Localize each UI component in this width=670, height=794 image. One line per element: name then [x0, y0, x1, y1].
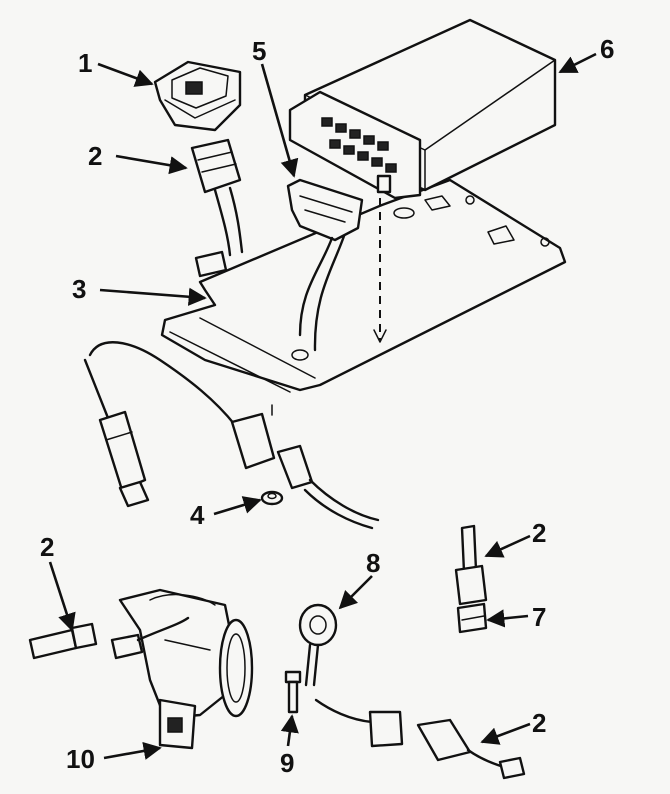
callout-1: 1 [78, 48, 92, 78]
plug-connector-top [190, 138, 244, 278]
callout-2: 2 [88, 141, 102, 171]
throttle-body [28, 588, 254, 750]
callout-5: 5 [252, 36, 266, 66]
knock-sensor-wiring [314, 698, 526, 780]
leader-arrows [48, 52, 597, 760]
callout-7: 7 [532, 602, 546, 632]
harness-connector [286, 178, 364, 352]
mounting-plate [160, 178, 567, 416]
callout-2: 2 [532, 708, 546, 738]
callout-2: 2 [532, 518, 546, 548]
callout-2: 2 [40, 532, 54, 562]
callout-3: 3 [72, 274, 86, 304]
grommet [260, 490, 284, 506]
coil-module [153, 60, 242, 132]
callout-9: 9 [280, 748, 294, 778]
callout-4: 4 [190, 500, 205, 530]
temperature-sensor [454, 524, 488, 634]
control-unit [288, 18, 557, 200]
callout-8: 8 [366, 548, 380, 578]
callout-10: 10 [66, 744, 95, 774]
inline-connector [230, 412, 380, 530]
oxygen-sensor [83, 341, 237, 508]
knock-sensor [298, 603, 338, 687]
control-unit-connector-pins [321, 117, 397, 173]
bolt [284, 670, 302, 714]
callout-6: 6 [600, 34, 614, 64]
